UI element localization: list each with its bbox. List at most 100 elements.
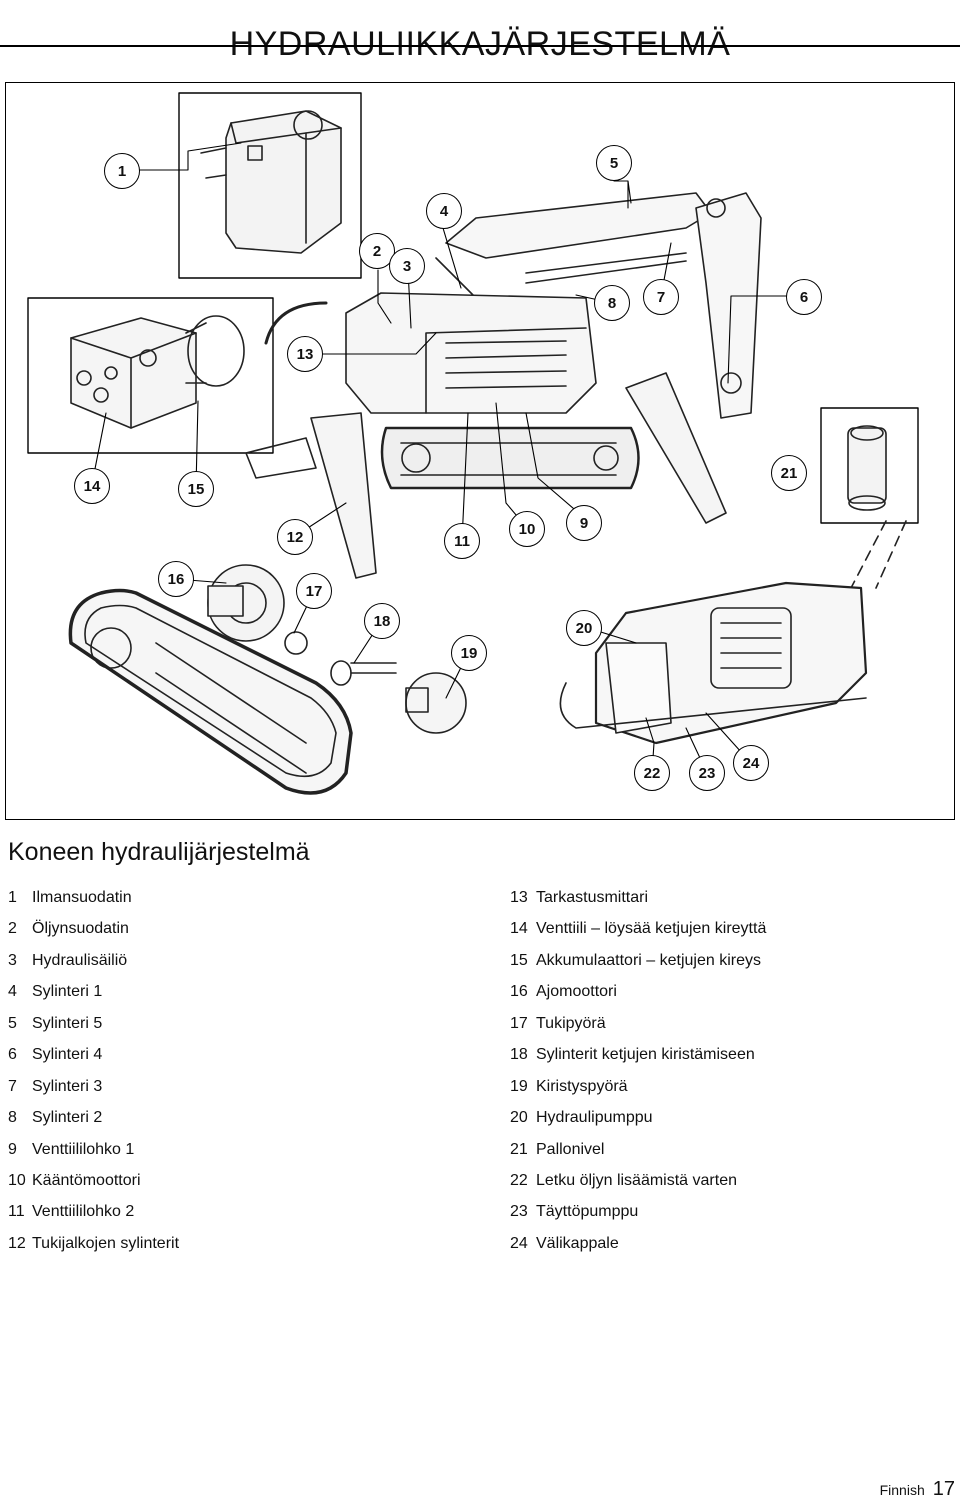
legend-item-number: 13 <box>510 889 528 906</box>
page-footer: Finnish 17 <box>880 1478 955 1501</box>
legend-item-number: 19 <box>510 1077 528 1095</box>
legend-left-column: 1 Ilmansuodatin 2 Öljynsuodatin 3 Hydraulis… <box>8 882 179 1259</box>
callout-14: 14 <box>74 468 110 504</box>
legend-item-number: 18 <box>510 1046 528 1064</box>
callout-22: 22 <box>634 755 670 791</box>
legend-item-label: Sylinteri 5 <box>32 1014 103 1032</box>
callout-20: 20 <box>566 610 602 646</box>
legend-item-label: Sylinterit ketjujen kiristämiseen <box>536 1046 755 1064</box>
legend-item: 8 Sylinteri 2 <box>8 1102 179 1133</box>
legend-item-number: 21 <box>510 1140 528 1158</box>
callout-13: 13 <box>287 336 323 372</box>
legend-item-label: Venttiililohko 2 <box>32 1203 135 1221</box>
legend-item-number: 8 <box>8 1109 17 1127</box>
callout-19: 19 <box>451 635 487 671</box>
legend-item-label: Sylinteri 3 <box>32 1077 103 1095</box>
callout-12: 12 <box>277 519 313 555</box>
legend-item-label: Kääntömoottori <box>32 1171 141 1189</box>
legend-item-number: 24 <box>510 1234 528 1252</box>
callout-15: 15 <box>178 471 214 507</box>
legend-item-number: 7 <box>8 1077 17 1095</box>
callout-11: 11 <box>444 523 480 559</box>
legend-item-number: 16 <box>510 983 528 1001</box>
legend-item: 3 Hydraulisäiliö <box>8 945 179 976</box>
legend-item-label: Tukijalkojen sylinterit <box>32 1234 180 1252</box>
legend-item: 23 Täyttöpumppu <box>510 1196 766 1227</box>
legend-item-label: Sylinteri 2 <box>32 1109 103 1127</box>
legend-item-number: 15 <box>510 951 528 969</box>
legend-item-number: 23 <box>510 1203 528 1221</box>
legend-item-label: Välikappale <box>536 1234 619 1252</box>
legend-item-label: Pallonivel <box>536 1140 605 1158</box>
legend-item: 1 Ilmansuodatin <box>8 882 179 913</box>
title-rule <box>0 45 960 47</box>
legend-item: 18 Sylinterit ketjujen kiristämiseen <box>510 1039 766 1070</box>
callout-6: 6 <box>786 279 822 315</box>
callout-8: 8 <box>594 285 630 321</box>
legend-item-number: 4 <box>8 983 17 1001</box>
hydraulic-system-figure: 1 2 3 4 5 6 7 8 9 10 11 12 13 14 15 16 1… <box>5 82 955 820</box>
callout-16: 16 <box>158 561 194 597</box>
callout-7: 7 <box>643 279 679 315</box>
callout-24: 24 <box>733 745 769 781</box>
legend-item-label: Letku öljyn lisäämistä varten <box>536 1171 737 1189</box>
legend-item-label: Hydraulisäiliö <box>32 951 128 969</box>
legend-item-label: Hydraulipumppu <box>536 1109 653 1127</box>
callout-4: 4 <box>426 193 462 229</box>
legend-item-number: 22 <box>510 1171 528 1189</box>
legend-item-number: 10 <box>8 1171 26 1189</box>
legend-item: 22 Letku öljyn lisäämistä varten <box>510 1165 766 1196</box>
legend-item-label: Öljynsuodatin <box>32 920 129 938</box>
callout-23: 23 <box>689 755 725 791</box>
footer-language: Finnish <box>879 1482 925 1498</box>
legend-item-label: Sylinteri 1 <box>32 983 103 1001</box>
legend-item: 20 Hydraulipumppu <box>510 1102 766 1133</box>
callout-3: 3 <box>389 248 425 284</box>
legend-item-number: 1 <box>8 889 17 906</box>
legend-item-label: Kiristyspyörä <box>536 1077 628 1095</box>
legend-item: 6 Sylinteri 4 <box>8 1039 179 1070</box>
legend-item-label: Ilmansuodatin <box>32 889 132 906</box>
legend-item: 12 Tukijalkojen sylinterit <box>8 1228 179 1259</box>
callout-1: 1 <box>104 153 140 189</box>
legend-item: 7 Sylinteri 3 <box>8 1071 179 1102</box>
legend-item-number: 14 <box>510 920 528 938</box>
legend-item-number: 2 <box>8 920 17 938</box>
legend-item: 4 Sylinteri 1 <box>8 976 179 1007</box>
callout-10: 10 <box>509 511 545 547</box>
page-title: HYDRAULIIKKAJÄRJESTELMÄ <box>229 24 731 63</box>
inset-valve-block <box>27 297 274 454</box>
legend-item: 24 Välikappale <box>510 1228 766 1259</box>
inset-ball-joint <box>820 407 919 524</box>
legend-item: 15 Akkumulaattori – ketjujen kireys <box>510 945 766 976</box>
legend-item-label: Sylinteri 4 <box>32 1046 103 1064</box>
legend-item: 5 Sylinteri 5 <box>8 1008 179 1039</box>
machine-line-drawing <box>27 92 919 795</box>
callout-5: 5 <box>596 145 632 181</box>
legend-item-number: 12 <box>8 1234 26 1252</box>
page-number: 17 <box>932 1478 955 1500</box>
callout-9: 9 <box>566 505 602 541</box>
legend-item-number: 3 <box>8 951 17 969</box>
section-heading: Koneen hydraulijärjestelmä <box>8 838 310 866</box>
legend-item: 10 Kääntömoottori <box>8 1165 179 1196</box>
callout-17: 17 <box>296 573 332 609</box>
inset-air-filter <box>178 92 362 279</box>
legend-item-number: 11 <box>8 1203 25 1221</box>
callout-18: 18 <box>364 603 400 639</box>
legend-item-label: Täyttöpumppu <box>536 1203 639 1221</box>
legend-item-label: Akkumulaattori – ketjujen kireys <box>536 951 761 969</box>
callout-21: 21 <box>771 455 807 491</box>
legend-item-number: 6 <box>8 1046 17 1064</box>
legend-item-number: 5 <box>8 1014 17 1032</box>
legend-item-number: 20 <box>510 1109 528 1127</box>
legend-item-label: Venttiililohko 1 <box>32 1140 135 1158</box>
legend-item: 11 Venttiililohko 2 <box>8 1196 179 1227</box>
legend-item-number: 17 <box>510 1014 528 1032</box>
